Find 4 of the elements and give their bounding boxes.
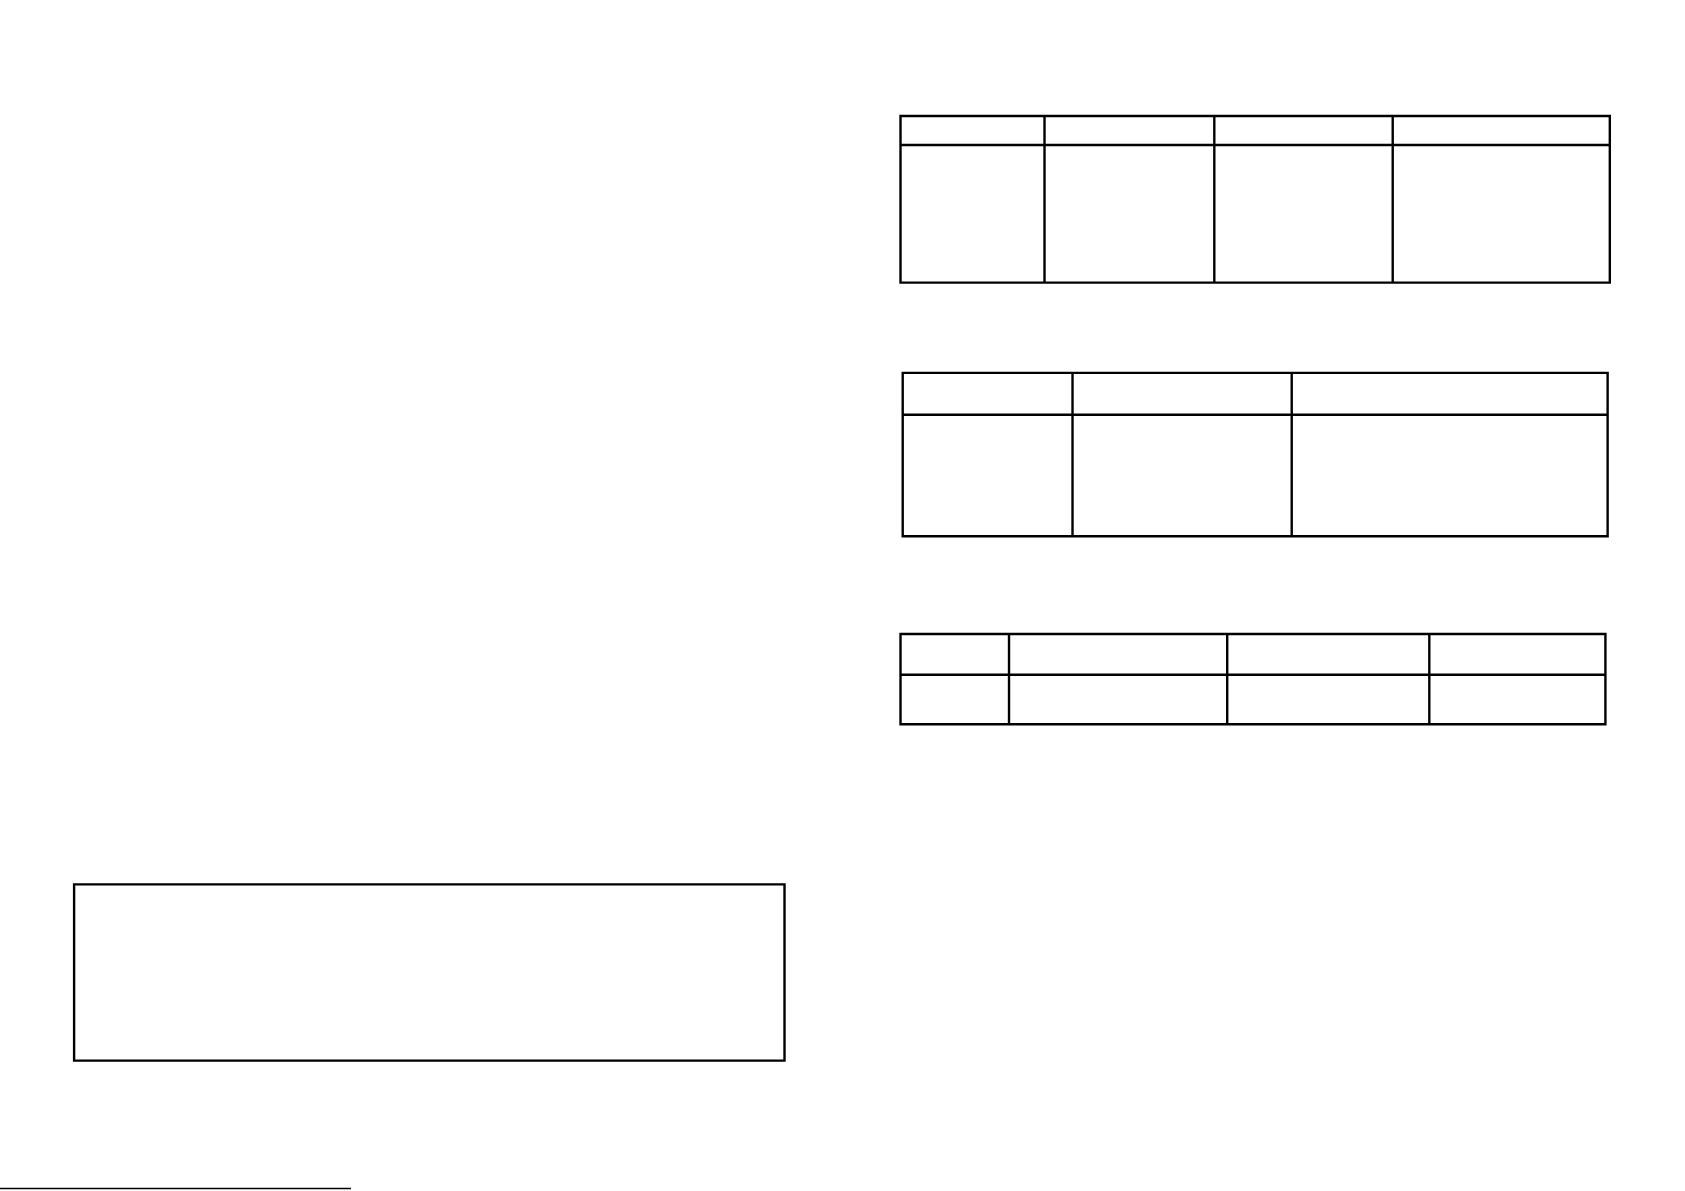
empty-table: [899, 114, 1611, 284]
empty-table: [899, 632, 1607, 726]
empty-box: [72, 883, 786, 1062]
empty-table: [901, 371, 1609, 538]
